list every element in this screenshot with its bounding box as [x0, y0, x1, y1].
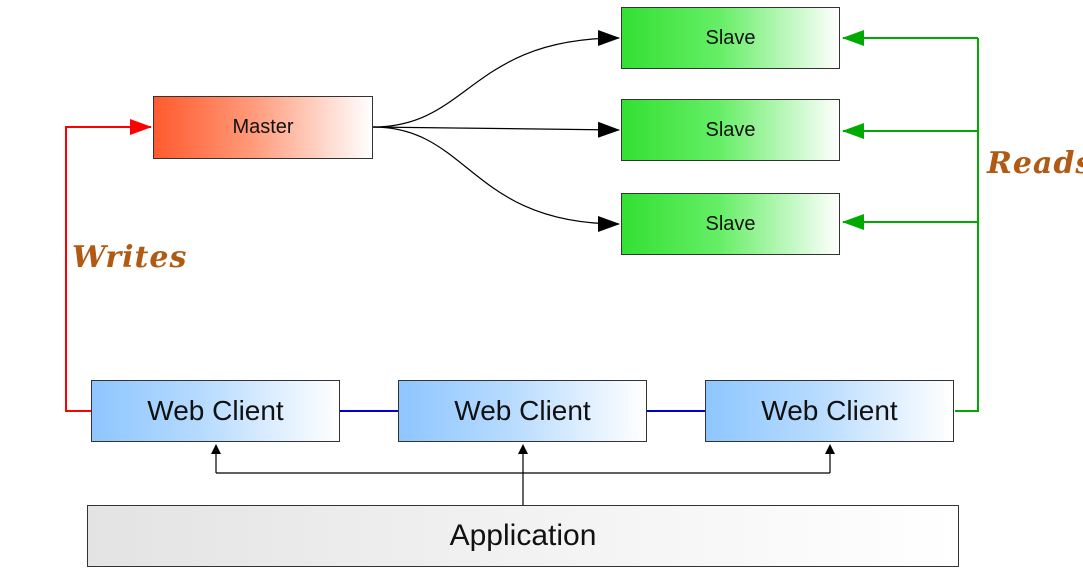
- application-node: Application: [87, 505, 959, 567]
- reads-label: Reads: [987, 146, 1083, 181]
- replication-edge-3: [372, 126, 620, 232]
- slave-label: Slave: [705, 118, 756, 141]
- replication-edge-2: [372, 121, 620, 138]
- application-label: Application: [449, 519, 597, 552]
- master-label: Master: [232, 116, 294, 138]
- slave-node-3: Slave: [621, 193, 840, 255]
- web-client-label: Web Client: [761, 395, 898, 426]
- web-client-node-1: Web Client: [91, 380, 340, 442]
- slave-label: Slave: [705, 212, 756, 235]
- slave-node-1: Slave: [621, 7, 840, 69]
- web-client-node-3: Web Client: [705, 380, 954, 442]
- writes-label: Writes: [72, 240, 188, 275]
- web-client-label: Web Client: [147, 395, 284, 426]
- slave-label: Slave: [705, 26, 756, 49]
- web-client-node-2: Web Client: [398, 380, 647, 442]
- writes-edge: [65, 119, 152, 412]
- master-node: Master: [153, 96, 373, 159]
- replication-edge-1: [372, 30, 620, 128]
- reads-edge-trunk: [955, 38, 979, 412]
- slave-node-2: Slave: [621, 99, 840, 161]
- web-client-label: Web Client: [454, 395, 591, 426]
